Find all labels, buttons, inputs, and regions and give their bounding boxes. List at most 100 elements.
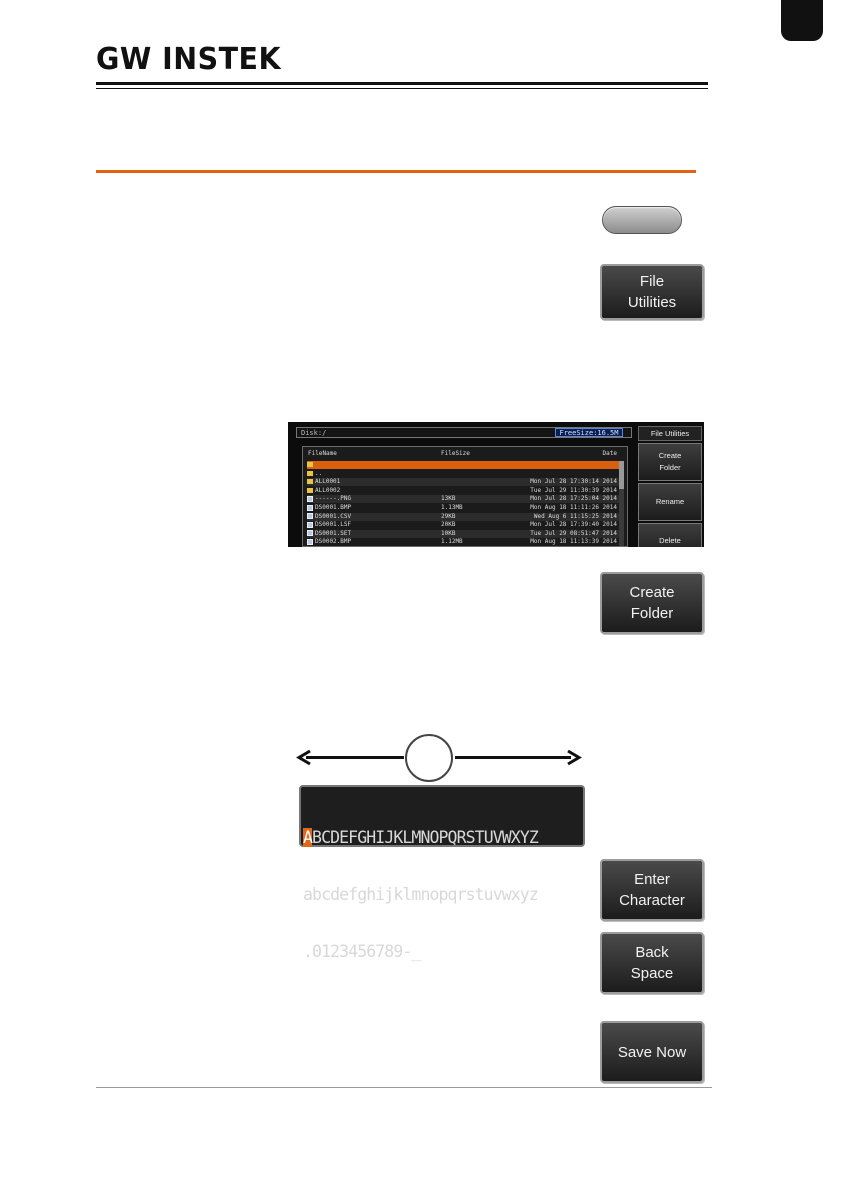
menu-title: File Utilities xyxy=(638,426,702,441)
file-name-text: DS0001.CSV xyxy=(315,512,352,520)
file-row[interactable]: ALL0002 Tue Jul 29 11:30:39 2014 xyxy=(307,487,621,495)
keyboard-lowercase-row[interactable]: abcdefghijklmnopqrstuvwxyz xyxy=(303,885,539,904)
menu-label-line1: Create xyxy=(658,451,682,460)
file-name-text: DS0001.LSF xyxy=(315,521,352,529)
file-list-scrollbar[interactable] xyxy=(619,461,624,546)
keyboard-digits-row[interactable]: .0123456789-_ xyxy=(303,942,421,961)
uppercase-characters[interactable]: BCDEFGHIJKLMNOPQRSTUVWXYZ xyxy=(312,828,539,847)
file-name-text: ALL0001 xyxy=(315,478,341,486)
file-name: DS0001.BMP xyxy=(307,504,447,512)
file-icon xyxy=(307,513,313,520)
chapter-tab-marker xyxy=(781,0,823,41)
file-name-text: ALL0002 xyxy=(315,486,341,494)
file-date: Wed Aug 6 11:15:25 2014 xyxy=(533,512,617,520)
file-name: ALL0001 xyxy=(307,478,447,486)
path-bar: Disk:/ xyxy=(296,427,632,438)
column-date: Date xyxy=(602,450,617,457)
file-name: DS0001.CSV xyxy=(307,513,447,521)
file-name: DS0002.BMP xyxy=(307,538,447,546)
footer-rule xyxy=(96,1087,712,1088)
back-space-softkey[interactable]: Back Space xyxy=(600,932,704,994)
variable-knob[interactable] xyxy=(405,734,453,782)
file-name-text: DS0002.BMP xyxy=(315,538,352,546)
file-name-text: DS0001.SET xyxy=(315,529,352,537)
file-size: 1.12MB xyxy=(441,538,463,546)
softkey-label-line2: Utilities xyxy=(627,294,677,311)
file-utilities-screenshot: Disk:/ FreeSize:16.5M FileName FileSize … xyxy=(288,422,704,547)
file-date: Mon Aug 18 11:13:39 2014 xyxy=(530,538,617,546)
section-rule xyxy=(96,170,696,173)
file-row[interactable]: ALL0001 Mon Jul 28 17:30:14 2014 xyxy=(307,478,621,487)
file-size: 20KB xyxy=(441,521,456,529)
file-list-header: FileName FileSize Date xyxy=(303,449,627,459)
save-now-softkey[interactable]: Save Now xyxy=(600,1021,704,1083)
enter-character-softkey[interactable]: Enter Character xyxy=(600,859,704,921)
file-row[interactable]: .. xyxy=(307,470,621,478)
left-arrow-line xyxy=(306,756,404,759)
file-size: 13KB xyxy=(441,495,456,503)
keyboard-uppercase-row: ABCDEFGHIJKLMNOPQRSTUVWXYZ xyxy=(303,828,583,847)
file-name: DS0001.LSF xyxy=(307,521,447,529)
file-size: 10KB xyxy=(441,529,456,537)
header-rule-thin xyxy=(96,88,708,89)
folder-icon xyxy=(307,470,313,476)
softkey-label-line1: Back xyxy=(635,944,669,961)
softkey-label-line1: Create xyxy=(629,584,675,601)
file-date: Mon Jul 28 17:25:04 2014 xyxy=(530,495,617,503)
gw-instek-logo: GW INSTEK xyxy=(96,42,282,77)
file-row[interactable]: DS0001.SET 10KB Tue Jul 29 08:51:47 2014 xyxy=(307,529,621,538)
file-date: Mon Aug 18 11:11:26 2014 xyxy=(530,504,617,511)
file-date: Mon Jul 28 17:30:14 2014 xyxy=(530,478,617,486)
folder-icon xyxy=(307,462,313,467)
left-arrow-icon xyxy=(296,749,311,766)
column-filename: FileName xyxy=(308,450,337,457)
softkey-label-line1: File xyxy=(639,273,665,290)
file-name: .. xyxy=(307,470,447,478)
file-row[interactable] xyxy=(307,461,621,469)
softkey-label-line2: Character xyxy=(619,892,685,909)
softkey-label-line1: Enter xyxy=(634,871,670,888)
file-name: ------.PNG xyxy=(307,495,447,503)
file-name: ALL0002 xyxy=(307,487,447,495)
column-filesize: FileSize xyxy=(441,450,470,457)
file-icon xyxy=(307,504,313,511)
file-row[interactable]: DS0001.BMP 1.13MB Mon Aug 18 11:11:26 2014 xyxy=(307,504,621,512)
file-row[interactable]: DS0001.CSV 29KB Wed Aug 6 11:15:25 2014 xyxy=(307,512,621,521)
file-name-text: ------.PNG xyxy=(315,495,352,503)
file-row[interactable]: ------.PNG 13KB Mon Jul 28 17:25:04 2014 xyxy=(307,495,621,504)
file-size: 1.13MB xyxy=(441,504,463,511)
right-arrow-icon xyxy=(567,749,582,766)
softkey-label-line2: Folder xyxy=(630,605,674,622)
file-date: Mon Jul 28 17:39:40 2014 xyxy=(530,521,617,529)
character-keyboard: ABCDEFGHIJKLMNOPQRSTUVWXYZ abcdefghijklm… xyxy=(299,785,585,961)
menu-rename-button[interactable]: Rename xyxy=(638,483,702,521)
file-name-text: DS0001.BMP xyxy=(315,504,352,511)
right-arrow-line xyxy=(455,756,571,759)
menu-label-line2: Folder xyxy=(659,463,681,472)
menu-delete-button[interactable]: Delete xyxy=(638,523,702,547)
file-icon xyxy=(307,538,313,545)
selected-character[interactable]: A xyxy=(303,828,313,847)
softkey-label-line2: Space xyxy=(630,965,674,982)
header-rule xyxy=(96,82,708,85)
menu-create-folder-button[interactable]: Create Folder xyxy=(638,443,702,481)
free-size-badge: FreeSize:16.5M xyxy=(555,428,623,437)
create-folder-softkey[interactable]: Create Folder xyxy=(600,572,704,634)
file-date: Tue Jul 29 11:30:39 2014 xyxy=(530,486,617,494)
file-utilities-softkey[interactable]: File Utilities xyxy=(600,264,704,320)
folder-icon xyxy=(307,479,313,485)
file-size: 29KB xyxy=(441,512,456,520)
side-menu: File Utilities Create Folder Rename Dele… xyxy=(636,422,704,547)
file-row[interactable]: DS0002.BMP 1.12MB Mon Aug 18 11:13:39 2014 xyxy=(307,538,621,546)
file-name: DS0001.SET xyxy=(307,530,447,538)
file-name-text: .. xyxy=(315,469,323,477)
folder-icon xyxy=(307,487,313,493)
scrollbar-thumb[interactable] xyxy=(619,461,624,489)
file-date: Tue Jul 29 08:51:47 2014 xyxy=(530,529,617,537)
save-recall-key[interactable] xyxy=(602,206,682,234)
file-icon xyxy=(307,521,313,528)
file-name xyxy=(307,461,447,469)
file-row[interactable]: DS0001.LSF 20KB Mon Jul 28 17:39:40 2014 xyxy=(307,521,621,529)
file-icon xyxy=(307,495,313,502)
